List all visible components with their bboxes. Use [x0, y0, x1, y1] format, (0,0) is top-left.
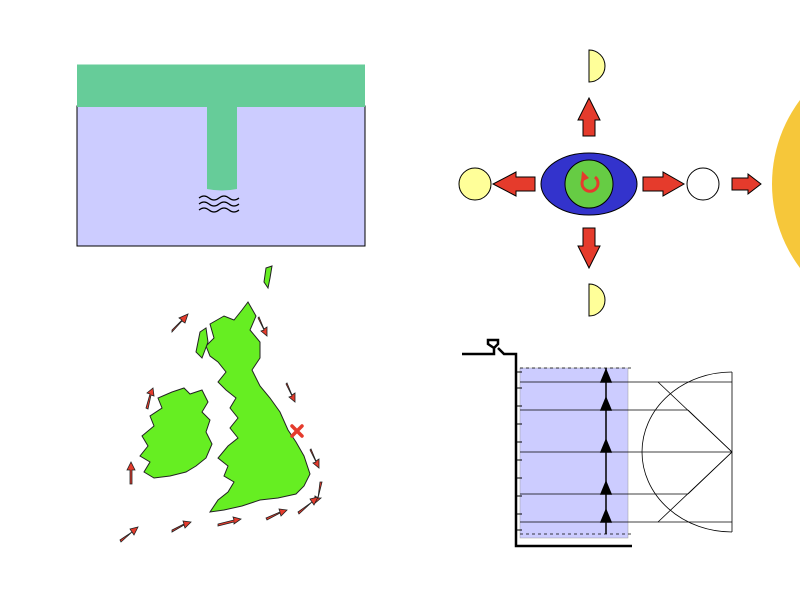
british-isles-svg — [119, 265, 323, 543]
waves-icon — [198, 195, 240, 213]
arrow-down — [577, 227, 601, 270]
harbour-section-diagram — [76, 64, 368, 249]
tide-gauge-diagram — [458, 330, 750, 554]
arrow-up — [577, 96, 601, 137]
shaft-column — [207, 106, 237, 191]
tide-arrow — [285, 382, 296, 403]
tide-arrow — [171, 313, 189, 334]
tide-arrow — [119, 526, 139, 543]
arrow-up-icon — [599, 368, 613, 534]
harbour-section-svg — [76, 64, 366, 247]
arrow-right-1 — [642, 171, 686, 197]
tide-arrow — [297, 496, 319, 515]
water-column — [519, 367, 629, 539]
great-britain-landmass — [205, 301, 311, 513]
tide-arrow — [309, 448, 320, 469]
arrow-left — [491, 171, 536, 197]
circle-spokes — [642, 381, 733, 523]
arrow-icon — [491, 96, 762, 270]
tide-arrow — [265, 508, 288, 521]
earth-icon — [564, 159, 614, 209]
hebrides-islands — [195, 327, 209, 359]
moon-half-top-icon — [588, 49, 606, 83]
sun-icon — [772, 100, 800, 268]
rotation-arrow-icon — [580, 171, 600, 193]
tide-arrow — [217, 516, 242, 527]
arrow-right-2 — [731, 172, 762, 196]
moon-phases-diagram — [452, 40, 800, 320]
moon-half-bottom-icon — [588, 283, 606, 317]
scale-ticks — [516, 371, 522, 531]
land-layer — [77, 65, 365, 107]
tide-gauge-icon — [462, 338, 632, 548]
tide-arrow — [126, 461, 136, 485]
british-isles-map — [110, 262, 350, 548]
tide-arrow — [145, 387, 155, 410]
moon-phases-svg — [458, 49, 800, 317]
arrow-icon — [119, 313, 323, 543]
cross-marker-icon — [290, 424, 304, 438]
moon-new-icon — [686, 167, 720, 201]
tide-arrow — [171, 520, 192, 533]
ireland-landmass — [139, 387, 213, 479]
tide-arrow — [257, 316, 268, 337]
moon-full-icon — [458, 167, 492, 201]
shetland-islands — [263, 265, 273, 290]
tide-gauge-svg — [462, 338, 733, 548]
